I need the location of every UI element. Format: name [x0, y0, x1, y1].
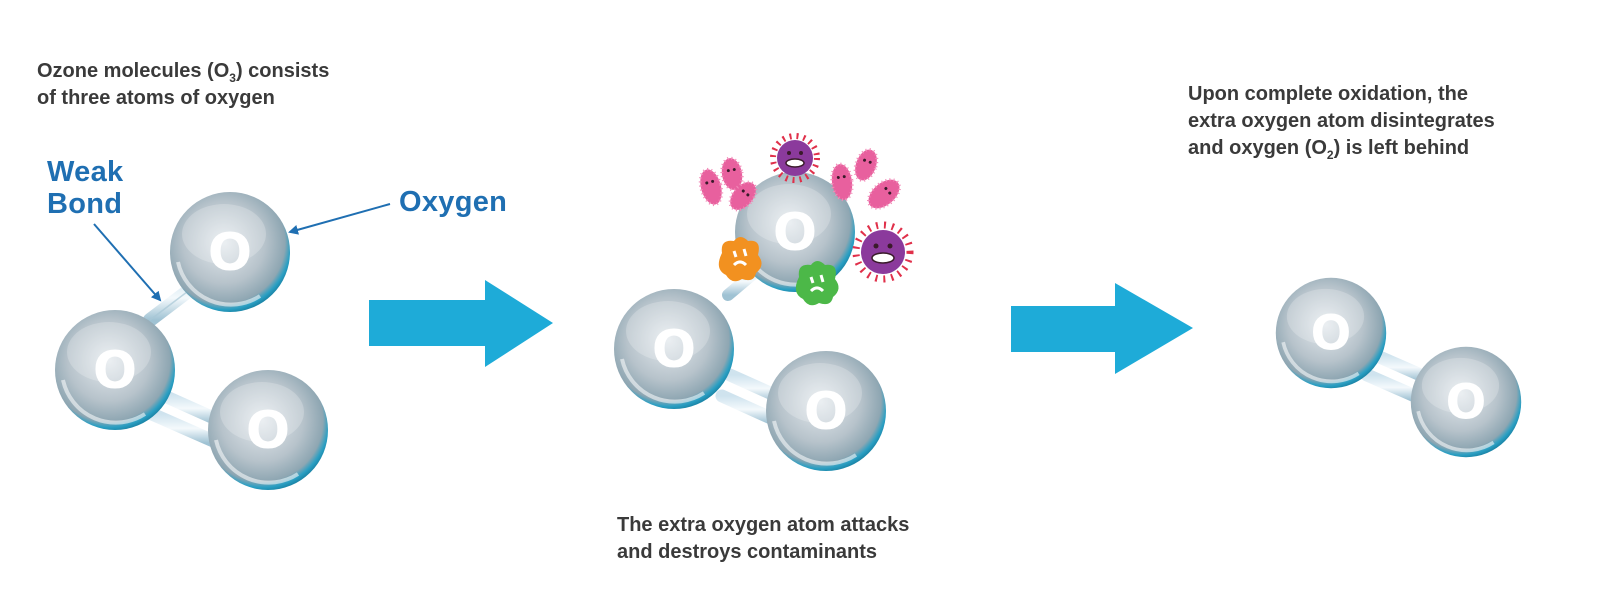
- svg-text:O: O: [1446, 376, 1487, 431]
- process-arrow-2: [1011, 283, 1193, 374]
- stage1-caption: Ozone molecules (O3) consists of three a…: [37, 58, 329, 112]
- stage3-caption-line1: Upon complete oxidation, the: [1188, 83, 1469, 105]
- pink-bacteria-icon: [867, 178, 901, 210]
- contaminants: [698, 133, 914, 306]
- oxygen-pointer: [288, 203, 391, 235]
- ozone-attacking-molecule: O O O: [612, 170, 888, 473]
- oxygen-atom-right: O: [764, 349, 888, 473]
- oxygen-atom-left: O: [53, 308, 177, 432]
- stage3-caption: Upon complete oxidation, the extra oxyge…: [1188, 81, 1495, 162]
- orange-germ-icon: [718, 237, 762, 282]
- svg-text:O: O: [1311, 307, 1352, 362]
- oxygen-atom-left: O: [1273, 275, 1389, 391]
- svg-text:O: O: [208, 223, 252, 283]
- svg-text:O: O: [246, 401, 290, 461]
- pink-bacteria-icon: [830, 162, 854, 202]
- stage1-caption-line2: of three atoms of oxygen: [37, 87, 275, 109]
- oxygen-atom-right: O: [1408, 344, 1524, 460]
- oxygen-molecule: O O: [1273, 275, 1524, 460]
- pink-bacteria-icon: [853, 148, 879, 182]
- svg-text:O: O: [804, 382, 848, 442]
- oxygen-label: Oxygen: [399, 186, 508, 218]
- purple-virus-icon: [852, 221, 914, 283]
- stage3-caption-line3: and oxygen (O2) is left behind: [1188, 137, 1470, 162]
- pink-bacteria-icon: [698, 167, 724, 207]
- oxygen-atom-top: O: [168, 190, 292, 314]
- svg-text:O: O: [93, 341, 137, 401]
- stage2-caption-line1: The extra oxygen atom attacks: [617, 514, 910, 536]
- oxygen-atom-left: O: [612, 287, 736, 411]
- purple-virus-icon: [770, 133, 820, 183]
- ozone-molecule: O O O: [53, 190, 330, 492]
- svg-text:O: O: [773, 203, 817, 263]
- stage2-caption: The extra oxygen atom attacks and destro…: [617, 512, 909, 566]
- oxygen-atom-bottom: O: [206, 368, 330, 492]
- stage1-caption-line1: Ozone molecules (O3) consists: [37, 60, 330, 85]
- svg-text:O: O: [652, 320, 696, 380]
- green-germ-icon: [795, 261, 839, 306]
- stage3-caption-line2: extra oxygen atom disintegrates: [1188, 110, 1495, 132]
- stage2-caption-line2: and destroys contaminants: [617, 541, 878, 563]
- process-arrow-1: [369, 280, 553, 367]
- extra-oxygen-atom: O: [733, 170, 857, 294]
- weak-bond-pointer: [93, 223, 162, 302]
